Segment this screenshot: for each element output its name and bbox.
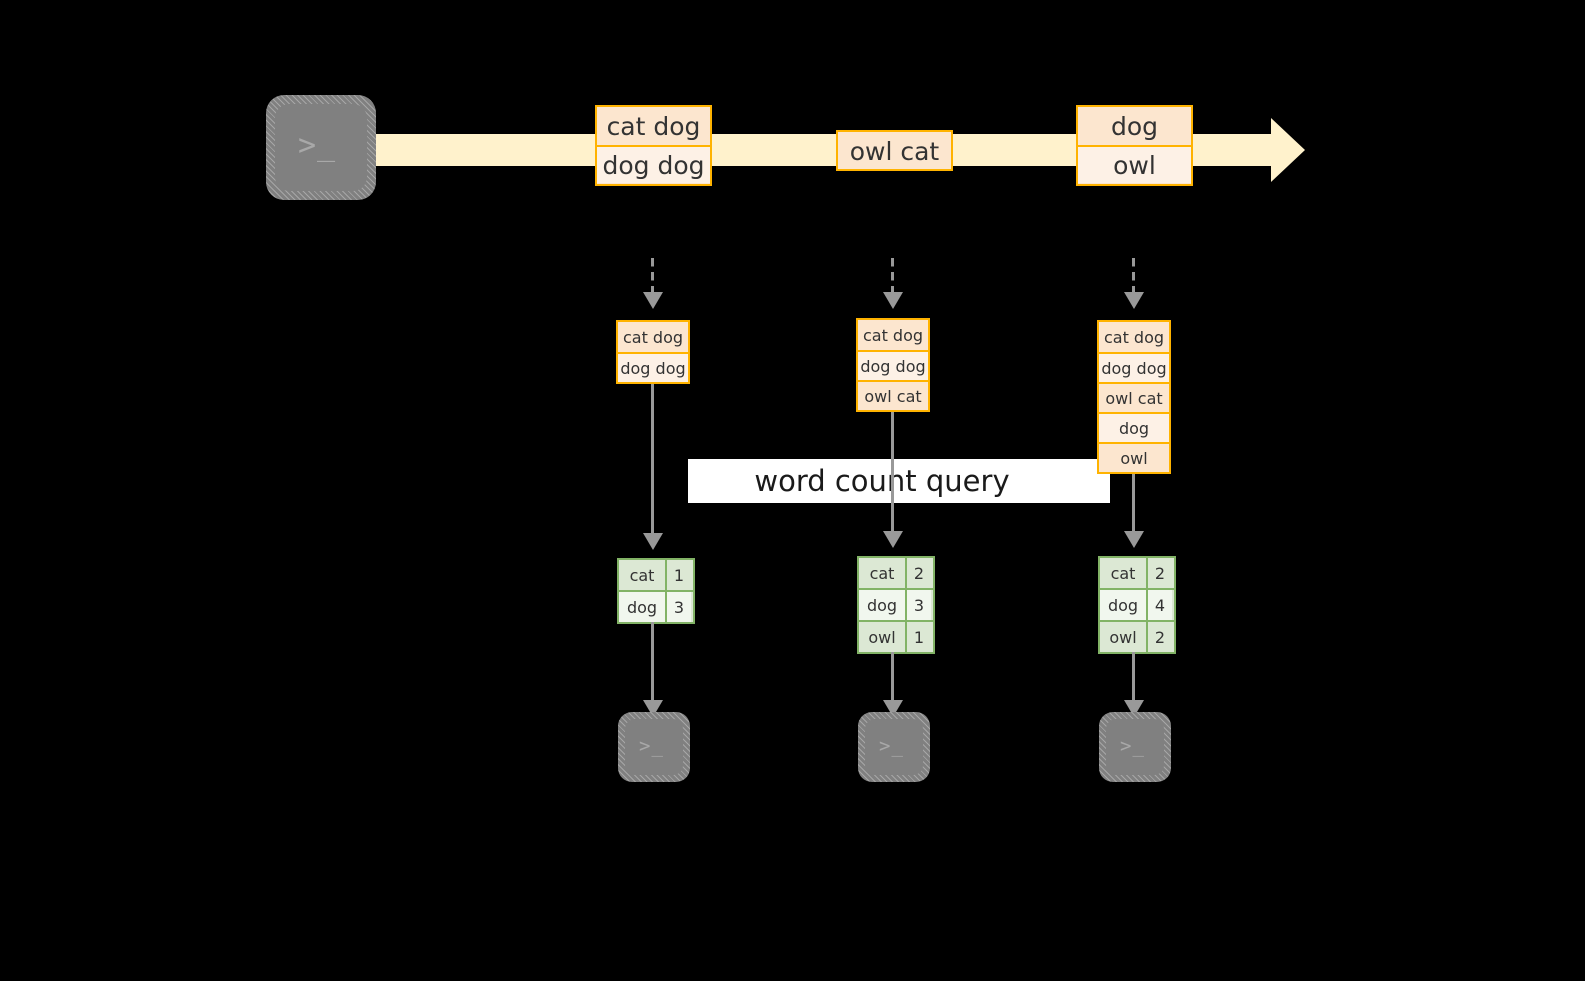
result-value: 1 — [905, 622, 931, 652]
snapshot-line: cat dog — [1103, 327, 1165, 347]
result-table-2[interactable]: cat 2 dog 3 owl 1 — [857, 556, 935, 654]
snapshot-line: dog — [1099, 412, 1169, 442]
query-banner: word count query — [688, 459, 1110, 503]
result-row: cat 1 — [619, 560, 693, 590]
terminal-prompt-icon: >_ — [639, 734, 664, 757]
stream-event-line: dog — [1110, 111, 1159, 141]
result-to-terminal-connector-2 — [891, 652, 894, 702]
stream-event-3[interactable]: dog owl — [1076, 105, 1193, 186]
snapshot-table-3[interactable]: cat dog dog dog owl cat dog owl — [1097, 320, 1171, 474]
result-key: dog — [859, 590, 905, 620]
arrow-head-icon — [883, 531, 903, 548]
result-row: dog 3 — [859, 588, 933, 620]
stream-event-line: cat dog — [606, 111, 701, 141]
result-key: cat — [619, 560, 665, 590]
consumer-terminal-3[interactable]: >_ — [1099, 712, 1171, 782]
result-to-terminal-connector-1 — [651, 622, 654, 702]
result-row: cat 2 — [1100, 558, 1174, 588]
query-banner-label: word count query — [754, 464, 1010, 498]
snapshot-line: owl cat — [858, 380, 928, 410]
result-value: 3 — [905, 590, 931, 620]
result-value: 2 — [1146, 558, 1172, 588]
arrow-head-icon — [1124, 531, 1144, 548]
result-key: owl — [859, 622, 905, 652]
terminal-prompt-icon: >_ — [879, 734, 904, 757]
snapshot-line: owl — [1099, 442, 1169, 472]
stream-to-snapshot-connector-3 — [1132, 258, 1135, 294]
result-value: 1 — [665, 560, 691, 590]
stream-event-line: owl cat — [849, 136, 940, 166]
result-table-1[interactable]: cat 1 dog 3 — [617, 558, 695, 624]
stream-event-line: owl — [1078, 145, 1191, 183]
terminal-screen — [275, 104, 367, 191]
consumer-terminal-2[interactable]: >_ — [858, 712, 930, 782]
stream-event-line: dog dog — [597, 145, 710, 183]
arrow-head-icon — [1124, 292, 1144, 309]
result-key: cat — [1100, 558, 1146, 588]
terminal-prompt-icon: >_ — [297, 128, 337, 163]
arrow-head-icon — [883, 292, 903, 309]
snapshot-line: cat dog — [622, 327, 684, 347]
terminal-prompt-icon: >_ — [1120, 734, 1145, 757]
stream-event-2[interactable]: owl cat — [836, 130, 953, 171]
snapshot-line: dog dog — [618, 352, 688, 382]
result-row: owl 1 — [859, 620, 933, 652]
terminal-screen — [625, 719, 683, 775]
result-row: cat 2 — [859, 558, 933, 588]
snapshot-line: dog dog — [858, 350, 928, 380]
result-value: 4 — [1146, 590, 1172, 620]
snapshot-to-result-connector-1 — [651, 384, 654, 535]
stream-event-1[interactable]: cat dog dog dog — [595, 105, 712, 186]
snapshot-to-result-connector-3 — [1132, 474, 1135, 533]
result-key: owl — [1100, 622, 1146, 652]
result-table-3[interactable]: cat 2 dog 4 owl 2 — [1098, 556, 1176, 654]
result-value: 2 — [905, 558, 931, 588]
arrow-head-icon — [643, 533, 663, 550]
result-row: dog 4 — [1100, 588, 1174, 620]
snapshot-line: dog dog — [1099, 352, 1169, 382]
terminal-screen — [1106, 719, 1164, 775]
snapshot-line: owl cat — [1099, 382, 1169, 412]
result-row: owl 2 — [1100, 620, 1174, 652]
consumer-terminal-1[interactable]: >_ — [618, 712, 690, 782]
result-value: 3 — [665, 592, 691, 622]
snapshot-line: cat dog — [862, 325, 924, 345]
result-value: 2 — [1146, 622, 1172, 652]
result-key: dog — [619, 592, 665, 622]
result-key: cat — [859, 558, 905, 588]
stream-arrow-head — [1271, 118, 1305, 182]
snapshot-to-result-connector-2 — [891, 412, 894, 533]
snapshot-table-1[interactable]: cat dog dog dog — [616, 320, 690, 384]
result-to-terminal-connector-3 — [1132, 652, 1135, 702]
snapshot-table-2[interactable]: cat dog dog dog owl cat — [856, 318, 930, 412]
arrow-head-icon — [643, 292, 663, 309]
terminal-screen — [865, 719, 923, 775]
result-row: dog 3 — [619, 590, 693, 622]
stream-to-snapshot-connector-1 — [651, 258, 654, 294]
producer-terminal[interactable]: >_ — [266, 95, 376, 200]
result-key: dog — [1100, 590, 1146, 620]
stream-to-snapshot-connector-2 — [891, 258, 894, 294]
